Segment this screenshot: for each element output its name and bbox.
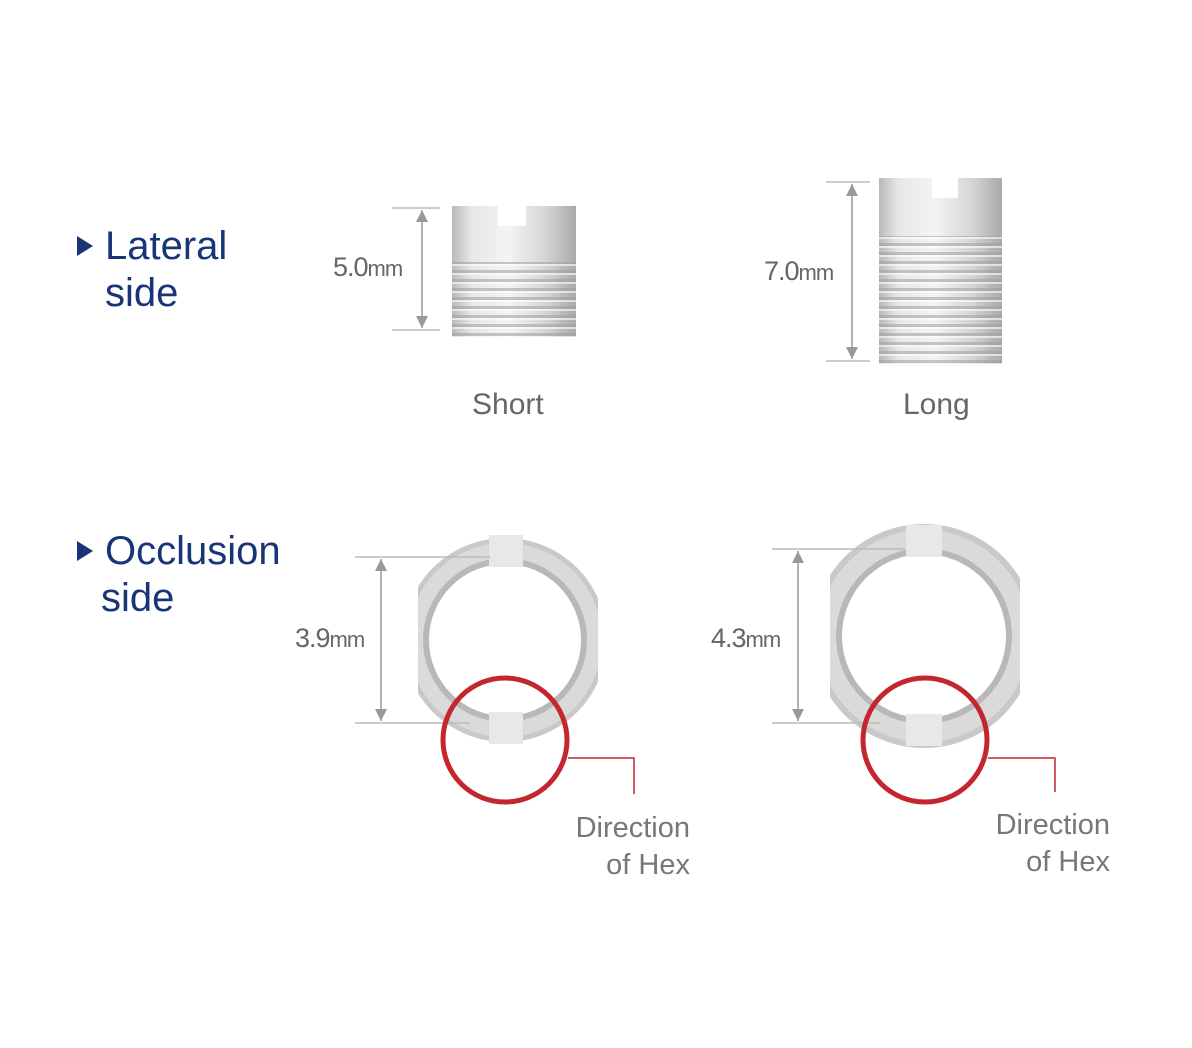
large-ring-dimension-label: 4.3mm: [711, 623, 781, 653]
occlusion-title-line1: Occlusion: [105, 529, 281, 573]
lateral-title-line2: side: [105, 271, 179, 315]
occlusion-ring-large: [830, 524, 1020, 748]
hex-highlight-right: [860, 675, 1056, 805]
short-dimension-line: [392, 207, 440, 331]
triangle-bullet-icon: [77, 236, 93, 256]
small-dimension-line: [355, 556, 490, 724]
hex-highlight-left: [440, 675, 635, 805]
occlusion-side-title: Occlusion side: [77, 527, 337, 627]
triangle-bullet-icon: [77, 541, 93, 561]
short-dimension-label: 5.0mm: [333, 252, 403, 282]
long-screw-lateral: [879, 178, 1002, 364]
hex-direction-label-left: Direction of Hex: [575, 812, 690, 881]
short-screw-lateral: [452, 206, 576, 337]
short-caption: Short: [472, 388, 544, 421]
hex-direction-label-right: Direction of Hex: [995, 809, 1110, 878]
long-dimension-label: 7.0mm: [764, 256, 834, 286]
small-ring-dimension-label: 3.9mm: [295, 623, 365, 653]
occlusion-ring-small: [418, 535, 598, 744]
lateral-side-title: Lateral side: [77, 222, 317, 322]
long-caption: Long: [903, 388, 970, 421]
occlusion-title-line2: side: [101, 576, 175, 620]
large-dimension-line: [772, 548, 905, 724]
lateral-title-line1: Lateral: [105, 224, 228, 268]
long-dimension-line: [826, 181, 870, 362]
